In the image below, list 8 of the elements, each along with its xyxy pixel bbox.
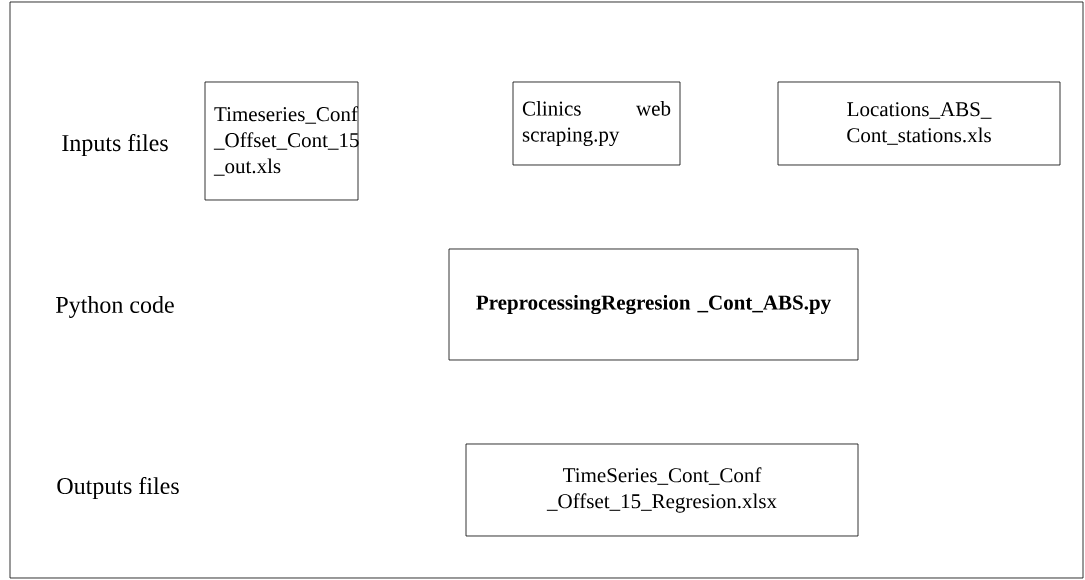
row-label: Inputs files bbox=[62, 134, 168, 156]
file-box: Locations_ABS_ Cont_stations.xls bbox=[777, 81, 1061, 166]
file-box: TimeSeries_Cont_Conf _Offset_15_Regresion.xlsx bbox=[465, 443, 859, 537]
file-box: Timeseries_Conf _Offset_Cont_15 _out.xls bbox=[204, 81, 359, 201]
file-box: Clinics web scraping.py bbox=[512, 81, 681, 166]
row-label: Python code bbox=[56, 296, 174, 318]
row-label: Outputs files bbox=[57, 477, 179, 499]
code-box: PreprocessingRegresion _Cont_ABS.py bbox=[448, 248, 859, 361]
